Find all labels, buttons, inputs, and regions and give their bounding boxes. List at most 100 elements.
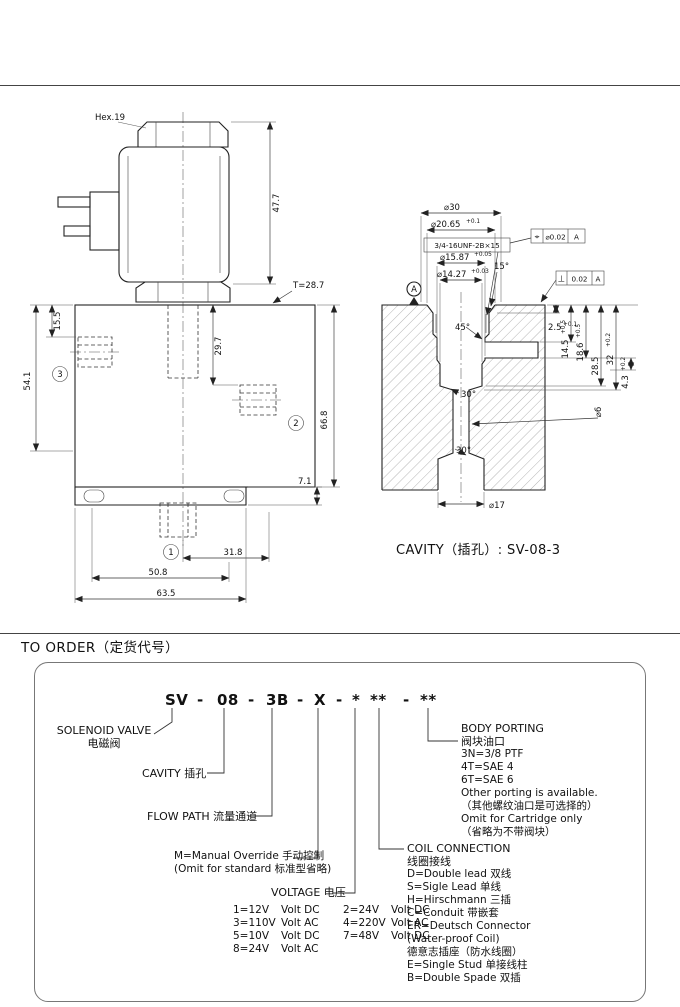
port-1 [159, 502, 197, 538]
thread-callout-box [423, 237, 511, 253]
leader-cavity [207, 708, 225, 774]
voltage-cell: 2=24V [343, 904, 380, 916]
dim-dia-15-87-tol: +0.05 [474, 252, 492, 258]
perpendicularity-datum: A [596, 275, 601, 284]
dim-15-5: 15.5 [53, 312, 63, 331]
manual-override-line1: M=Manual Override 手动控制 [174, 850, 325, 862]
dim-dia-14-27: ⌀14.27 [437, 270, 466, 280]
porting-option: Other porting is available. [461, 787, 598, 799]
depth-14-5: 14.5 [561, 340, 571, 359]
dim-dia-20-65-tol: +0.1 [466, 219, 480, 225]
dim-54-1: 54.1 [23, 372, 33, 391]
order-code-token: - [336, 691, 343, 709]
cavity-caption: CAVITY（插孔）: SV-08-3 [396, 543, 561, 558]
manual-override-label: M=Manual Override 手动控制 (Omit for standar… [174, 850, 331, 876]
solenoid-valve-zh: 电磁阀 [87, 737, 121, 750]
cartridge-hex [135, 281, 231, 303]
voltage-cell: 1=12V [233, 904, 270, 916]
coil-connection-title: COIL CONNECTION [407, 842, 511, 855]
porting-option: 3N=3/8 PTF [461, 748, 524, 760]
dim-dia-20-65: ⌀20.65 [431, 220, 460, 230]
voltage-label: VOLTAGE 电压 [271, 886, 346, 899]
porting-option: （其他螺纹油口是可选择的） [461, 800, 598, 812]
tube-nut [137, 121, 229, 148]
voltage-table: 1=12V Volt DC 2=24V Volt DC 3=110V Volt … [233, 904, 453, 956]
depth-14-5-tol: +0.5 [561, 320, 567, 334]
porting-option: 6T=SAE 6 [461, 774, 514, 786]
body-porting-title: BODY PORTING [461, 722, 544, 735]
cavity-label: CAVITY 插孔 [142, 767, 207, 780]
voltage-cell: Volt AC [281, 943, 319, 955]
dim-dia-6: ⌀6 [594, 407, 604, 418]
order-code-token: 3B [266, 691, 289, 709]
position-symbol: ⌖ [535, 233, 540, 243]
cavity-body [381, 304, 546, 491]
valve-front-view: 3 2 1 Hex.19 47.7 T=28.7 [23, 112, 340, 603]
cavity-angles: 15° 45° 30° 30° [450, 262, 509, 456]
voltage-cell: 4=220V [343, 917, 386, 929]
voltage-cell: 7=48V [343, 930, 380, 942]
coil-option: D=Double lead 双线 [407, 868, 512, 880]
voltage-cell: Volt DC [281, 904, 320, 916]
depth-18-6: 18.6 [576, 343, 586, 362]
to-order-title: TO ORDER（定货代号） [21, 640, 180, 656]
dim-66-8: 66.8 [320, 411, 330, 430]
valve-body [74, 304, 316, 488]
bore-profile [426, 304, 539, 490]
leader-solenoid-valve [153, 708, 173, 735]
voltage-cell: Volt AC [281, 917, 319, 929]
engineering-drawing: 3 2 1 Hex.19 47.7 T=28.7 [23, 112, 638, 603]
valve-dimensions: Hex.19 47.7 T=28.7 15.5 54.1 [23, 113, 340, 603]
order-code-token: * [352, 691, 361, 709]
port-3-callout-circle [52, 366, 68, 382]
order-code-token: X [314, 691, 327, 709]
port-1-callout-circle [163, 544, 179, 560]
dim-dia-15-87: ⌀15.87 [440, 253, 469, 263]
perpendicularity-symbol: ⊥ [558, 275, 565, 285]
connector-pin-top [57, 196, 91, 208]
depth-4-3-tol: +0.2 [621, 357, 627, 371]
cavity-depth-dimensions: 2.5 +0.1 14.5 +0.5 18.6 +0.5 28.5 32 +0.… [437, 304, 638, 511]
voltage-cell: Volt DC [391, 904, 430, 916]
coil-option: 德意志插座（防水线圈） [407, 946, 523, 958]
order-code-token: 08 [217, 691, 239, 709]
voltage-cell: 5=10V [233, 930, 270, 942]
body-flange [74, 487, 247, 506]
connector-pin-bottom [63, 225, 91, 237]
perpendicularity-value: 0.02 [571, 275, 587, 284]
porting-option: Omit for Cartridge only [461, 813, 583, 825]
cavity-top-dimensions: ⌀30 ⌀20.65 +0.1 3/4-16UNF-2B×15 ⌀15.87 +… [420, 203, 511, 362]
coil-connection-title-zh: 线圈接线 [407, 855, 451, 868]
section-divider-rule [0, 633, 680, 634]
body-porting-block: BODY PORTING 阀块油口 3N=3/8 PTF 4T=SAE 4 6T… [461, 722, 598, 839]
depth-32-tol: +0.2 [606, 333, 612, 347]
order-code-token: - [197, 691, 204, 709]
dim-dia-14-27-tol: +0.03 [471, 269, 489, 275]
hatched-section [382, 305, 545, 490]
coil-option: B=Double Spade 双插 [407, 972, 521, 984]
cavity-section-view: A ⌀30 ⌀20.65 +0.1 3/4-16UNF-2B×15 [381, 203, 638, 511]
depth-4-3: 4.3 [621, 375, 631, 389]
port-2-callout-circle [288, 415, 304, 431]
order-code-token: ** [420, 691, 437, 709]
voltage-cell: Volt DC [391, 930, 430, 942]
manual-override-line2: (Omit for standard 标准型省略) [174, 863, 332, 875]
coil-connector [89, 191, 120, 251]
datum-letter: A [411, 285, 417, 295]
angle-15: 15° [494, 262, 509, 272]
order-code-token: SV [165, 691, 189, 709]
order-code-box [34, 662, 646, 1002]
port-3-number: 3 [57, 370, 62, 380]
perpendicularity-frame: ⊥ 0.02 A [540, 270, 605, 303]
body-porting-title-zh: 阀块油口 [461, 735, 505, 748]
coil-option: E=Single Stud 单接线柱 [407, 959, 528, 971]
leader-voltage [333, 708, 356, 894]
coil-option: (Water-proof Coil) [407, 933, 500, 945]
valve-outline [57, 121, 316, 506]
coil-connection-block: COIL CONNECTION 线圈接线 D=Double lead 双线 S=… [407, 842, 530, 985]
dim-dia-17: ⌀17 [489, 501, 505, 511]
solenoid-valve-en: SOLENOID VALVE [56, 724, 152, 737]
top-rule [0, 85, 680, 86]
dim-coil-height: 47.7 [272, 194, 282, 213]
voltage-cell: 8=24V [233, 943, 270, 955]
